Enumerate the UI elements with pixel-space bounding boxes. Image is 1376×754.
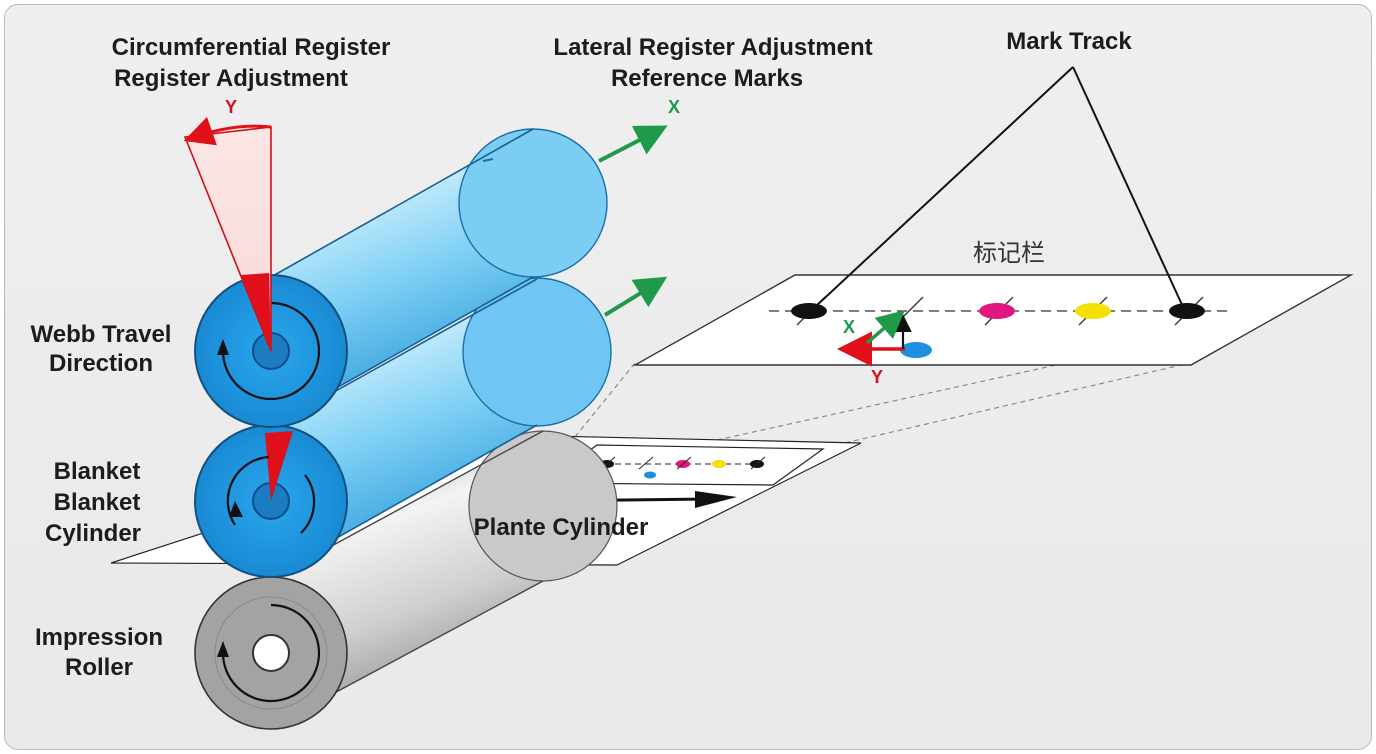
diagram-frame: Y X X Y Circumferential Register Registe… bbox=[4, 4, 1372, 750]
detail-mark-black-1 bbox=[791, 303, 827, 319]
mark-track-label: Mark Track bbox=[1006, 28, 1132, 55]
plate-cylinder-label: Plante Cylinder bbox=[474, 514, 649, 541]
web-mark-cyan bbox=[644, 471, 656, 479]
projection-lines bbox=[540, 362, 1191, 480]
impression-roller-label-1: Impression bbox=[35, 624, 163, 651]
detail-mark-black-2 bbox=[1169, 303, 1205, 319]
lateral-register-subtitle: Reference Marks bbox=[611, 65, 803, 92]
plate-cylinder bbox=[194, 125, 668, 428]
circumferential-register-subtitle: Register Adjustment bbox=[114, 65, 348, 92]
red-wedge-lower bbox=[265, 431, 293, 501]
green-arrow-upper bbox=[598, 125, 668, 163]
circumferential-register-indicator: Y bbox=[183, 97, 272, 352]
printing-register-diagram: Y X X Y Circumferential Register Registe… bbox=[31, 28, 1354, 730]
x-axis-label-top: X bbox=[668, 97, 680, 117]
web-travel-label-2: Direction bbox=[49, 350, 153, 377]
mark-track-pointers bbox=[814, 66, 1184, 308]
y-axis-label-top: Y bbox=[225, 97, 237, 117]
x-axis-label-detail: X bbox=[843, 317, 855, 337]
rotation-arrow-icon bbox=[221, 603, 321, 703]
web-travel-label-1: Webb Travel bbox=[31, 321, 172, 348]
blanket-cylinder bbox=[194, 276, 668, 578]
detail-mark-magenta bbox=[979, 303, 1015, 319]
detail-mark-cyan bbox=[900, 342, 932, 358]
mark-track-detail: X Y bbox=[632, 274, 1354, 387]
blanket-label-1: Blanket bbox=[54, 458, 141, 485]
blanket-label-2: Blanket bbox=[54, 489, 141, 516]
detail-mark-yellow bbox=[1075, 303, 1111, 319]
rotation-arrow-icon bbox=[221, 301, 321, 401]
impression-roller bbox=[194, 430, 618, 730]
blanket-label-3: Cylinder bbox=[45, 520, 141, 547]
circumferential-register-title: Circumferential Register bbox=[112, 34, 391, 61]
rotation-arrow-icon bbox=[300, 474, 316, 534]
y-axis-label-detail: Y bbox=[871, 367, 883, 387]
lateral-register-title: Lateral Register Adjustment bbox=[553, 34, 872, 61]
web-mark-yellow bbox=[712, 460, 726, 468]
green-arrow-lower bbox=[603, 276, 668, 317]
mark-bar-chinese-label: 标记栏 bbox=[973, 239, 1045, 267]
impression-roller-label-2: Roller bbox=[65, 654, 133, 681]
